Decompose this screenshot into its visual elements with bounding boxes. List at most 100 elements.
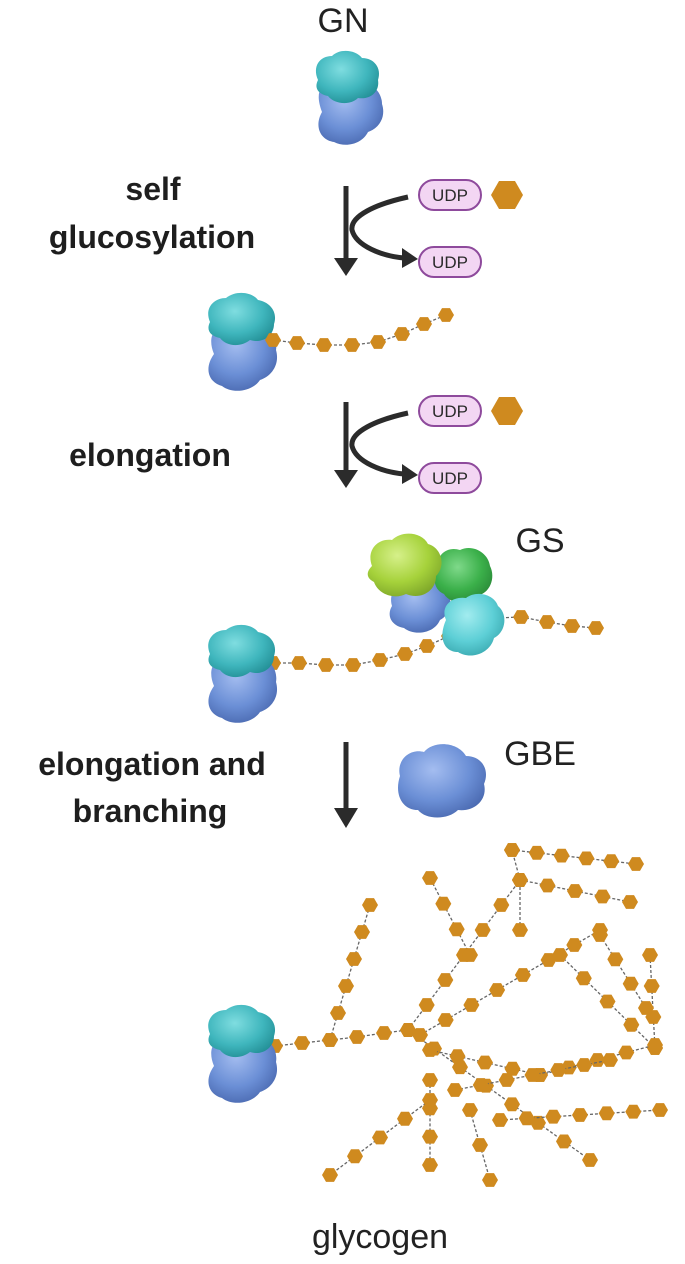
glucose-icon	[524, 1068, 541, 1082]
glucose-icon	[575, 971, 592, 986]
glucose-icon	[588, 621, 604, 635]
glucose-icon	[491, 181, 523, 209]
glucose-icon	[638, 1001, 654, 1015]
glucose-icon	[370, 335, 386, 349]
udp-out-1: UDP	[418, 246, 482, 278]
glucose-icon	[289, 336, 305, 350]
glucose-icon	[572, 1108, 588, 1122]
glucose-icon	[652, 1103, 668, 1117]
glucose-icon	[539, 615, 555, 629]
glucose-icon	[491, 397, 523, 425]
step2-side-arrow	[349, 410, 418, 484]
glucose-icon	[647, 1038, 663, 1052]
glucose-icon	[422, 1093, 438, 1107]
glycogen-branches	[267, 843, 668, 1187]
step2-arrow	[334, 402, 358, 488]
glucose-icon	[291, 656, 307, 670]
glucose-icon	[397, 1111, 413, 1126]
udp-glucose-in-1: UDP	[418, 179, 523, 211]
glucose-icon	[594, 889, 611, 904]
glucose-icon	[477, 1055, 493, 1070]
glucose-icon	[567, 884, 583, 898]
glucose-icon	[643, 979, 660, 993]
step1-label-line1: self	[125, 171, 180, 207]
glucose-icon	[394, 327, 410, 341]
glucose-icon	[322, 1168, 338, 1182]
glucose-icon	[422, 1043, 438, 1057]
glucose-icon	[354, 925, 370, 939]
glucose-icon	[625, 1104, 642, 1119]
glucose-icon	[338, 979, 354, 993]
glucose-icon	[472, 1138, 488, 1152]
glucose-icon	[462, 1103, 478, 1117]
gn-protein-icon	[208, 1004, 278, 1103]
glucose-icon	[419, 639, 435, 653]
glucose-icon	[603, 854, 620, 869]
glycosidic-bond	[423, 314, 447, 325]
glucose-icon	[504, 1097, 520, 1112]
glucose-icon	[416, 317, 432, 331]
glucose-icon	[576, 1058, 593, 1072]
glucose-icon	[498, 1073, 515, 1087]
glucose-icon	[528, 845, 545, 860]
glucose-icon	[448, 922, 465, 937]
glucose-icon	[397, 647, 413, 661]
glucose-icon	[400, 1023, 416, 1037]
udp-text: UDP	[432, 402, 468, 421]
glucose-icon	[622, 895, 638, 909]
product-label: glycogen	[312, 1218, 448, 1256]
glucose-icon	[316, 338, 332, 352]
gn-protein-icon	[208, 624, 278, 723]
glucose-icon	[362, 898, 378, 912]
glucose-icon	[504, 1061, 521, 1076]
glucose-icon	[513, 610, 529, 624]
glucose-icon	[422, 1129, 438, 1144]
glucose-icon	[462, 948, 478, 962]
glucose-icon	[552, 948, 568, 962]
step2-label: elongation	[69, 437, 231, 473]
glucose-icon	[474, 923, 491, 937]
glucose-icon	[582, 1153, 598, 1167]
gs-label: GS	[515, 522, 564, 560]
glycosidic-bond	[404, 645, 428, 655]
glucose-icon	[330, 1006, 346, 1020]
glucose-icon	[599, 994, 616, 1009]
step1-side-arrow	[349, 194, 418, 268]
glucose-icon	[447, 1083, 463, 1097]
glucose-icon	[294, 1036, 310, 1050]
glucose-icon	[435, 896, 452, 911]
glucose-icon	[412, 1028, 428, 1042]
gbe-protein-icon	[398, 744, 486, 818]
step3-label-line1: elongation and	[38, 746, 266, 782]
glucose-icon	[472, 1078, 489, 1092]
glucose-icon	[422, 1073, 438, 1087]
glucose-icon	[589, 1053, 606, 1067]
glucose-icon	[482, 1173, 498, 1187]
glucose-icon	[452, 1060, 468, 1075]
glucose-icon	[265, 333, 281, 347]
glucose-icon	[346, 952, 362, 966]
glucose-icon	[622, 976, 639, 991]
glucose-icon	[566, 938, 583, 952]
glucose-icon	[602, 1053, 618, 1067]
glucose-chain	[265, 308, 454, 352]
glucose-icon	[564, 619, 580, 633]
glucose-icon	[553, 848, 570, 863]
glucose-icon	[493, 898, 510, 912]
glucose-icon	[344, 338, 360, 352]
step1-arrow	[334, 186, 358, 276]
glucose-icon	[539, 878, 556, 893]
gn-protein-icon	[315, 50, 384, 145]
glucose-icon	[322, 1033, 338, 1047]
glucose-icon	[376, 1026, 392, 1040]
glucose-icon	[318, 658, 334, 672]
glucose-icon	[372, 653, 388, 667]
step1-label-line2: glucosylation	[49, 219, 255, 255]
glucose-icon	[492, 1113, 508, 1127]
glucose-icon	[349, 1030, 365, 1044]
glucose-icon	[592, 928, 608, 942]
gs-complex-icon	[367, 533, 505, 656]
udp-text: UDP	[432, 253, 468, 272]
